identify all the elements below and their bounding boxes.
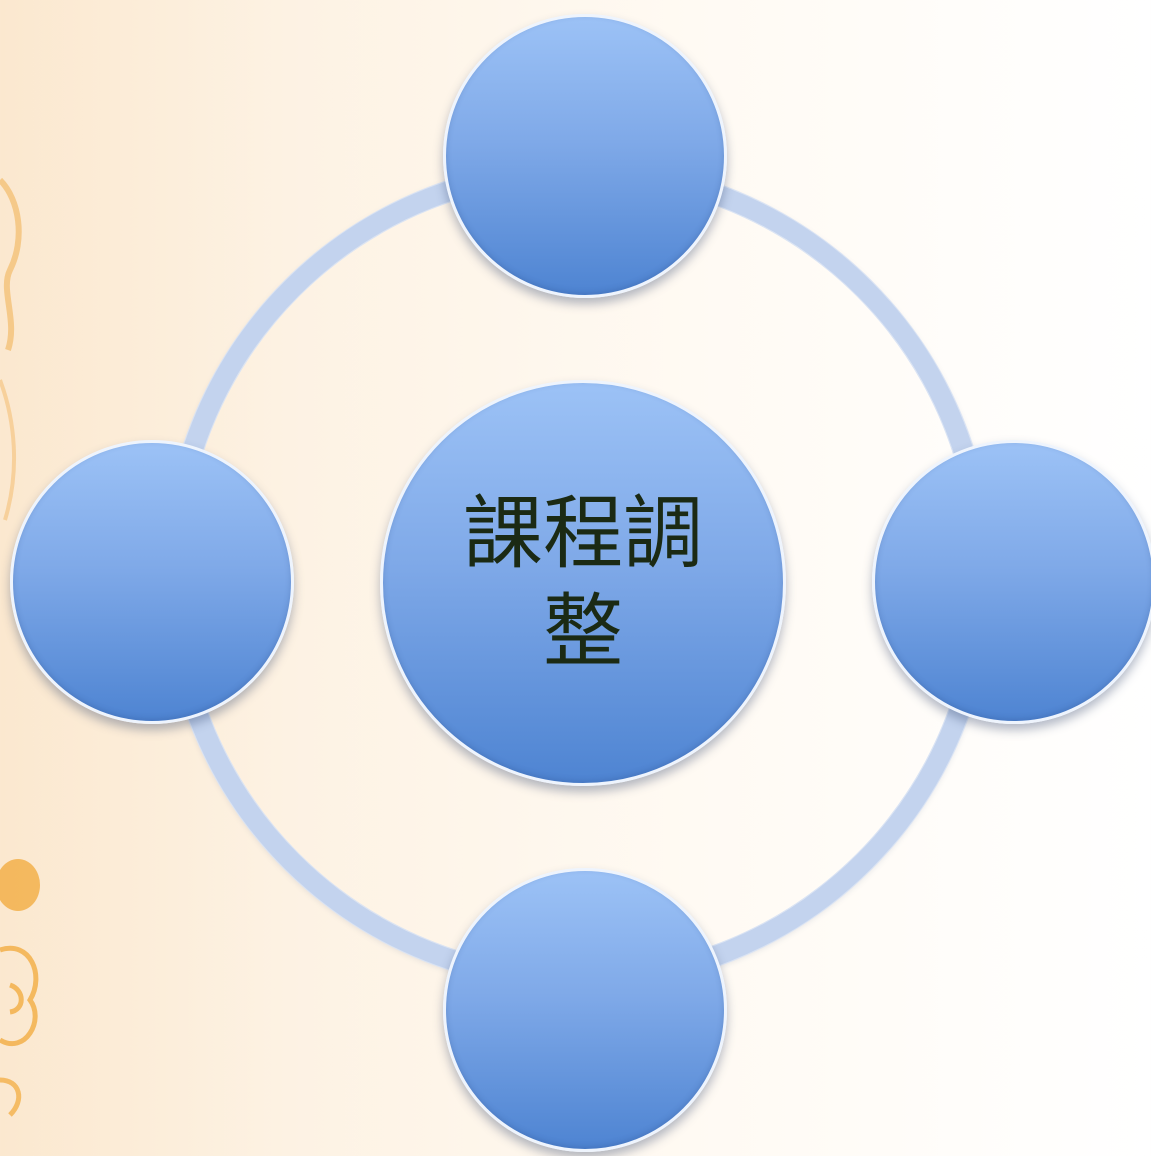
cycle-node-right[interactable] xyxy=(872,440,1151,724)
decorative-hook xyxy=(0,1077,22,1117)
cycle-node-left[interactable] xyxy=(10,440,294,724)
center-node-label: 課程調整 xyxy=(463,487,703,678)
decorative-flower xyxy=(0,945,39,1047)
cycle-node-bottom[interactable] xyxy=(443,868,727,1152)
cycle-node-top[interactable] xyxy=(443,14,727,298)
decorative-drop xyxy=(0,859,40,911)
decorative-swirl-top xyxy=(0,177,22,351)
cycle-center-node[interactable]: 課程調整 xyxy=(380,380,786,786)
decorative-curve-mid xyxy=(0,379,17,521)
